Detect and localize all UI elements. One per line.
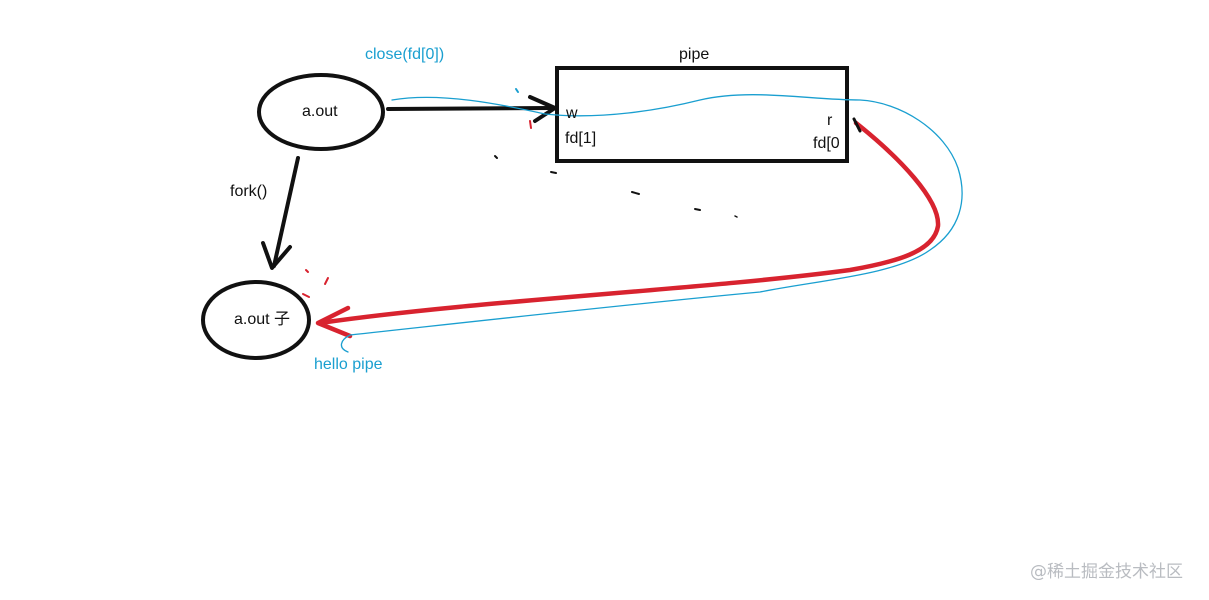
fork-label: fork(): [230, 183, 268, 200]
stray-mark: [615, 159, 620, 162]
watermark: @稀土掘金技术社区: [1030, 562, 1183, 582]
read-arrow-head: [315, 305, 353, 339]
stray-mark: [305, 269, 309, 273]
write-arrow-shaft: [386, 106, 554, 111]
stray-mark: [515, 88, 519, 93]
parent-process-label: a.out: [302, 103, 338, 120]
parent-ellipse-tick: [374, 115, 385, 130]
write-arrow-head: [528, 95, 557, 123]
fork-arrow-shaft: [272, 156, 300, 268]
read-fd-label: fd[0: [813, 135, 840, 152]
child-process-ellipse: [201, 280, 311, 360]
child-process-label: a.out 子: [234, 311, 291, 328]
parent-process-ellipse: [257, 73, 385, 151]
stray-mark: [694, 208, 701, 211]
message-label: hello pipe: [314, 356, 383, 373]
write-end-label: w: [566, 105, 578, 122]
write-fd-label: fd[1]: [565, 130, 597, 147]
stray-mark: [302, 293, 310, 298]
stray-mark: [631, 191, 640, 195]
stray-mark: [529, 120, 532, 129]
stray-mark: [494, 155, 498, 159]
stray-mark: [324, 277, 329, 285]
pipe-box: [555, 66, 849, 163]
fork-arrow-head: [261, 241, 292, 270]
close-call-label: close(fd[0]): [365, 46, 445, 63]
stray-mark: [734, 215, 738, 218]
read-end-tick: [852, 117, 862, 133]
read-end-label: r: [827, 112, 833, 129]
stray-mark: [550, 171, 557, 174]
read-arrow-curve: [317, 120, 941, 326]
data-flow-trace: [340, 94, 963, 353]
pipe-title: pipe: [679, 46, 710, 63]
